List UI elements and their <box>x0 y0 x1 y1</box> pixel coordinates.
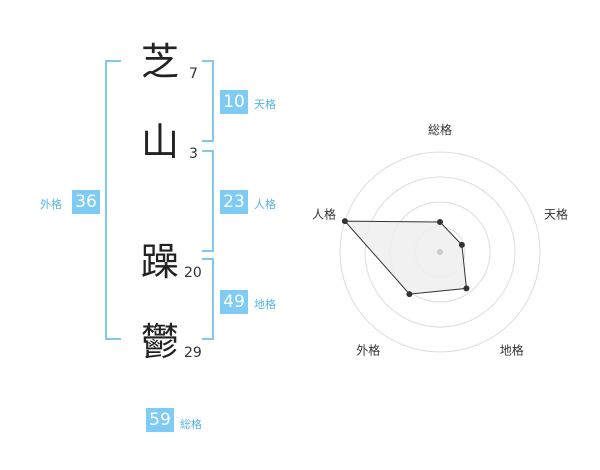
radar-polygon <box>343 220 468 295</box>
kanji-1: 芝 <box>140 40 179 84</box>
chikaku-value: 49 <box>220 290 248 314</box>
chikaku-label: 地格 <box>254 298 276 311</box>
radar-ring-3 <box>364 176 516 328</box>
jinkaku-bracket <box>202 150 214 252</box>
jinkaku-label: 人格 <box>254 198 276 211</box>
kanji-2-strokes: 3 <box>189 146 198 162</box>
soukaku-label: 総格 <box>180 418 202 431</box>
kanji-3-strokes: 20 <box>184 265 202 281</box>
kanji-4-strokes: 29 <box>184 345 202 361</box>
radar-point-4 <box>341 218 348 225</box>
radar-axis-label-3: 外格 <box>356 343 380 358</box>
kanji-4: 鬱 <box>140 320 179 364</box>
soukaku-value: 59 <box>146 408 174 432</box>
radar-point-3 <box>406 291 413 298</box>
radar-center-dot <box>437 249 443 255</box>
kanji-1-strokes: 7 <box>189 66 198 82</box>
radar-axis-label-2: 地格 <box>500 343 524 358</box>
radar-point-0 <box>437 219 443 225</box>
radar-axis-label-0: 総格 <box>428 122 452 137</box>
tenkaku-value: 10 <box>220 90 248 114</box>
gaikaku-bracket <box>105 60 121 340</box>
kanji-2: 山 <box>140 120 179 164</box>
tenkaku-label: 天格 <box>254 98 276 111</box>
tenkaku-bracket <box>202 60 214 142</box>
chikaku-bracket <box>202 258 214 340</box>
radar-point-2 <box>463 285 470 292</box>
radar-ring-4 <box>339 151 541 353</box>
kanji-3: 躁 <box>140 240 179 284</box>
radar-axis-label-1: 天格 <box>544 206 568 221</box>
radar-axis-label-4: 人格 <box>312 206 336 221</box>
gaikaku-value: 36 <box>72 190 100 214</box>
gaikaku-label: 外格 <box>40 198 62 211</box>
radar-points <box>341 218 470 298</box>
jinkaku-value: 23 <box>220 190 248 214</box>
radar-point-1 <box>458 241 465 248</box>
